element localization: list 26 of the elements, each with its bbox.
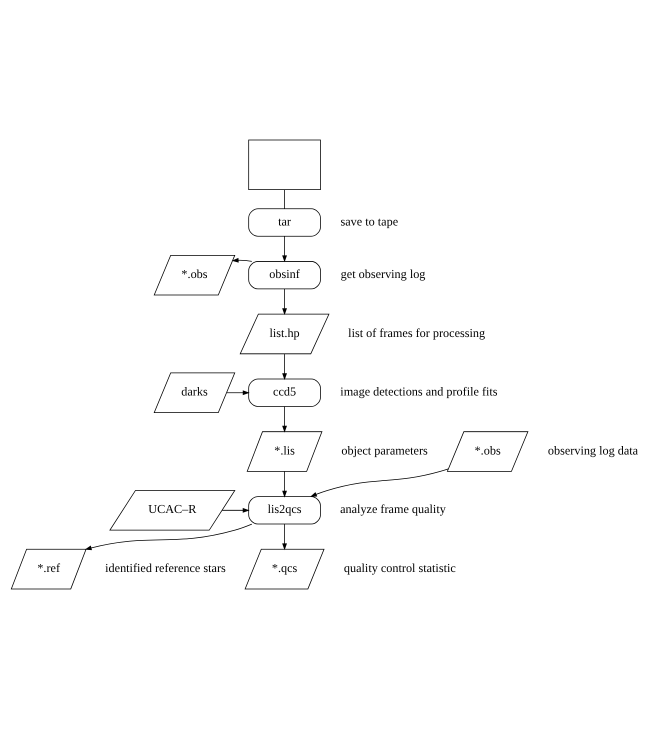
arrow xyxy=(282,524,287,550)
arrow xyxy=(282,236,287,262)
arrow xyxy=(282,288,287,316)
connector xyxy=(284,189,285,209)
arrow xyxy=(226,390,250,396)
node-box: lis2qcs xyxy=(248,496,321,524)
arrow xyxy=(282,354,287,380)
node-label: list of frames for processing xyxy=(348,326,486,340)
node-label: get observing log xyxy=(340,267,426,282)
node-label: observing log data xyxy=(548,443,638,458)
node-label: image detections and profile fits xyxy=(340,384,498,399)
node-label: analyze frame quality xyxy=(340,502,446,516)
node-label: quality control statistic xyxy=(344,561,456,575)
node-label: save to tape xyxy=(340,214,398,228)
node-label: identified reference stars xyxy=(105,561,226,575)
node-box: obsinf xyxy=(248,261,321,290)
arrow xyxy=(84,524,252,550)
node-box: ccd5 xyxy=(248,378,321,407)
arrow xyxy=(310,468,449,497)
arrow xyxy=(222,508,250,513)
arrow xyxy=(282,406,287,433)
arrow xyxy=(282,471,287,498)
node-box xyxy=(248,140,321,190)
node-label: object parameters xyxy=(341,443,428,458)
arrow xyxy=(232,258,252,263)
node-box: tar xyxy=(248,208,321,237)
